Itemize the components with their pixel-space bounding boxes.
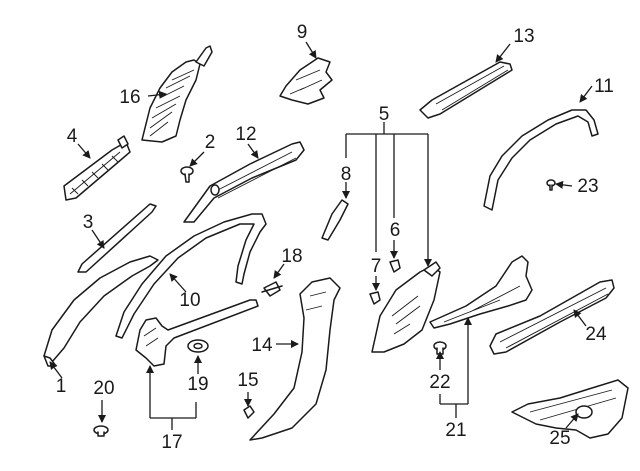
part-10-weatherstrip [115,213,267,339]
callout-9: 9 [297,22,308,43]
callout-11: 11 [594,76,614,97]
callout-12: 12 [235,124,256,145]
callout-labels: 1 2 3 4 5 6 7 8 9 10 11 12 13 14 15 16 1… [56,22,614,453]
callout-6: 6 [390,220,401,241]
part-16-harness [141,45,213,143]
callout-16: 16 [119,87,140,108]
part-2-clip [180,166,194,183]
callout-8: 8 [341,164,352,185]
callout-25: 25 [549,428,570,449]
part-4-bracket [63,135,131,201]
part-13-trim [419,61,513,119]
callout-1: 1 [56,376,67,397]
callout-14: 14 [251,335,273,356]
part-21-sill-plate [429,255,533,329]
callout-7: 7 [371,256,382,277]
callout-18: 18 [281,246,302,267]
part-18-clip [261,281,283,297]
part-20-screw [93,425,109,437]
callout-21: 21 [445,420,466,441]
part-17-trim [135,299,259,367]
callout-5: 5 [379,104,390,125]
callout-13: 13 [513,26,534,47]
part-19-clip [187,339,209,353]
part-15-clip [243,405,255,419]
callout-15: 15 [237,370,258,391]
callout-23: 23 [577,176,598,197]
part-24-step-trim [489,279,615,355]
callout-2: 2 [205,132,216,153]
part-14-pillar-trim [249,277,341,441]
leader-lines [49,41,593,430]
callout-19: 19 [187,374,208,395]
callout-4: 4 [67,126,78,147]
callout-10: 10 [179,290,200,311]
part-9-bracket [279,57,333,105]
part-11-weatherstrip [483,109,599,211]
part-25-quarter-trim [511,379,629,439]
callout-22: 22 [429,372,450,393]
part-8-trim [321,199,349,241]
callout-20: 20 [93,378,114,399]
part-5-pillar-trim [371,261,441,353]
callout-24: 24 [585,324,607,345]
callout-3: 3 [83,212,94,233]
part-3-moulding [77,203,157,273]
callout-17: 17 [161,432,182,453]
part-12-garnish [183,141,305,223]
part-6-clip [389,259,401,273]
part-7-clip [369,291,381,305]
part-23-clip [546,179,556,191]
